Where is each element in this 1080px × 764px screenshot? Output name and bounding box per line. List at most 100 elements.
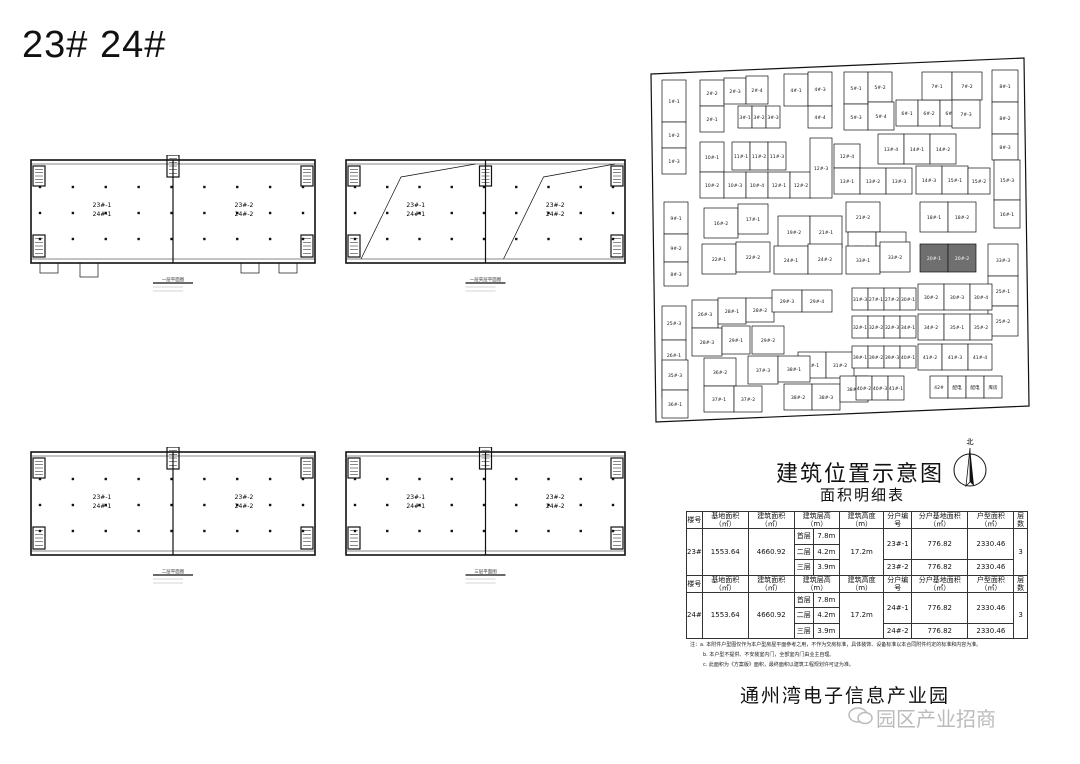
levels: 3 [1013,591,1028,639]
column [386,185,389,189]
wechat-icon [848,705,874,731]
site-lot [951,71,983,101]
column [418,529,421,533]
site-lot-label: 11#-2 [752,154,766,160]
site-lot [745,75,769,105]
column [547,237,550,241]
column [268,477,272,481]
table-cell: 4660.92 [747,528,795,576]
entrance [278,262,298,274]
column [38,529,42,533]
site-lot-label: 15#-1 [948,178,962,184]
site-lot [661,305,687,341]
site-lot [899,345,917,369]
table-cell: 1553.64 [701,528,749,576]
column [38,503,42,507]
site-lot [947,201,977,233]
column [482,529,486,533]
site-lot-label: 10#-3 [728,183,742,189]
site-lot-label: 30#-4 [974,295,988,301]
column [301,529,305,533]
column [579,503,582,507]
stair [610,165,624,187]
stair [478,447,493,470]
column [268,185,272,189]
site-lot-label: 32#-1 [853,325,867,331]
column [353,477,357,481]
entrance [240,262,260,274]
stair [610,526,624,550]
table-header-cell: 分户基地面积（㎡） [911,511,969,529]
plan-caption: 一层夹层平面图 [470,276,502,283]
site-lot [967,167,991,195]
site-lot-label: 16#-1 [1000,212,1014,218]
column [170,185,173,189]
site-lot-label: 5#-4 [875,114,886,120]
site-lot [703,385,735,413]
site-lot-label: 4#-1 [790,88,801,94]
column [236,211,239,215]
site-lot-label: 29#-3 [780,299,794,305]
site-lot-label: 29#-2 [761,338,775,344]
column [104,503,107,507]
column [170,503,173,507]
site-lot [717,297,747,325]
site-lot-label: 35#-1 [950,325,964,331]
site-lot [833,143,861,169]
table-header-cell: 基地面积（㎡） [701,511,749,529]
column [418,503,421,507]
site-lot-label: 24#-1 [784,258,798,264]
unit-label: 24#-1 [93,503,112,510]
site-lot-label: 30#-2 [924,295,938,301]
site-lot-label: 38#-1 [787,367,801,373]
site-lot-label: 2#-1 [706,117,717,123]
site-lot-label: 2#-3 [729,89,740,95]
stair [32,526,46,550]
table-header-cell: 建筑面积（㎡） [747,574,795,593]
site-lot-label: 33#-2 [888,255,902,261]
site-lot [917,313,945,341]
table-header-cell: 楼号 [686,574,703,593]
site-lot-label: 2#-2 [706,91,717,97]
site-lot [993,159,1021,201]
column [515,237,518,241]
unit-label: 24#-2 [235,503,254,510]
site-lot-label: 33#-1 [856,258,870,264]
site-lot-label: 36#-1 [668,402,682,408]
column [611,185,615,189]
site-lot-label: 1#-1 [668,99,679,105]
column [71,185,75,189]
site-lot [773,245,809,275]
site-lot-label: 22#-1 [712,257,726,263]
site-lot-label: 1#-2 [668,133,679,139]
site-lot [983,375,1003,399]
site-lot-label: 11#-3 [770,154,784,160]
column [268,237,272,241]
note-a: 注：a. 本附件户型图仅作为本户型房屋平面参考之用，不作为交房标准，具体装饰、设… [690,642,982,648]
site-lot [951,99,981,129]
table-header-cell: 基地面积（㎡） [701,574,749,593]
plan-caption: 一层平面图 [162,277,185,283]
site-lot-label: 12#-2 [794,183,808,189]
site-lot [663,261,689,287]
page-title: 23# 24# [22,24,167,66]
plan-caption: 二层平面图 [162,569,185,575]
unit-label: 24#-1 [406,211,425,218]
column [236,503,239,507]
stair [300,526,314,550]
floor-height: 7.8m [812,528,840,545]
table-header-cell: 层数 [1013,574,1028,593]
site-lot [699,105,725,133]
stair [478,165,493,187]
site-lot [915,165,943,195]
site-lot-label: 配电 [970,384,980,391]
site-lot-label: 18#-1 [927,215,941,221]
site-lot-label: 26#-3 [698,312,712,318]
stair [32,165,46,187]
site-lot [699,141,725,173]
column [418,211,421,215]
site-lot [777,215,811,249]
column [203,529,206,533]
